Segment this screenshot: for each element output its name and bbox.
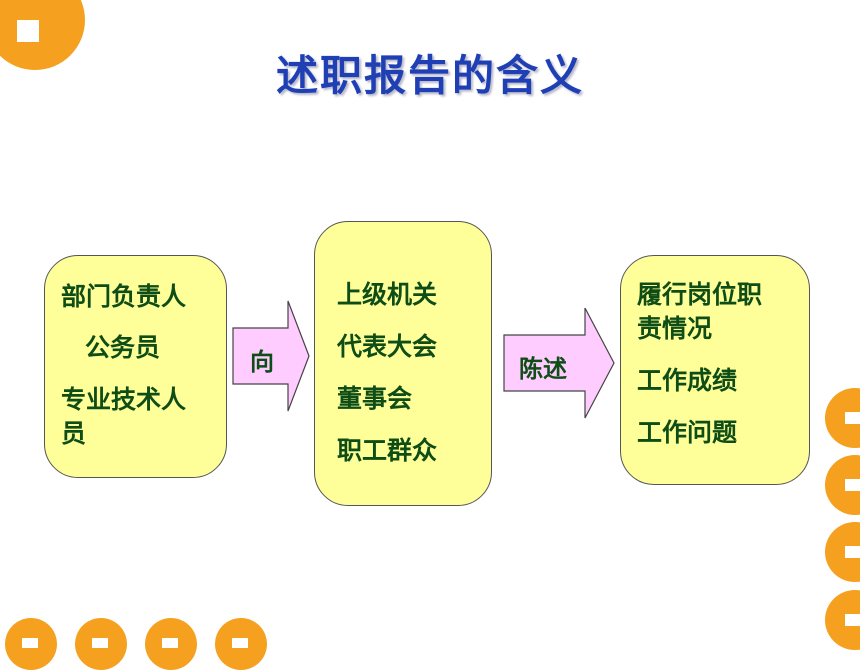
left-box: 部门负责人 公务员 专业技术人 员	[44, 255, 227, 478]
right-box-line-2: 责情况	[637, 314, 713, 343]
bottom-decoration-1	[5, 618, 57, 670]
arrow-to: 向	[232, 300, 310, 412]
left-box-line-1: 部门负责人	[61, 282, 187, 311]
side-decoration-4	[825, 590, 860, 650]
arrow-state-label: 陈述	[519, 355, 567, 383]
bottom-decoration-3	[145, 618, 197, 670]
middle-box-line-4: 职工群众	[337, 436, 438, 465]
arrow-shape	[503, 307, 615, 419]
arrow-state: 陈述	[503, 307, 615, 419]
right-box-line-1: 履行岗位职	[637, 280, 763, 309]
corner-decoration	[0, 0, 85, 70]
side-decoration-3	[825, 522, 860, 582]
middle-box: 上级机关 代表大会 董事会 职工群众	[314, 221, 492, 506]
left-box-line-4: 员	[61, 419, 87, 448]
bottom-decoration-4	[215, 618, 267, 670]
middle-box-line-2: 代表大会	[337, 332, 438, 361]
right-box: 履行岗位职 责情况 工作成绩 工作问题	[620, 255, 810, 485]
page-title: 述职报告的含义	[275, 51, 584, 100]
left-box-line-2: 公务员	[85, 333, 161, 362]
arrow-shape	[232, 300, 310, 412]
bottom-decoration-2	[75, 618, 127, 670]
arrow-to-label: 向	[250, 348, 274, 376]
side-decoration-1	[825, 388, 860, 448]
left-box-line-3: 专业技术人	[61, 385, 187, 414]
middle-box-line-1: 上级机关	[337, 280, 438, 309]
right-box-line-3: 工作成绩	[637, 366, 738, 395]
middle-box-line-3: 董事会	[337, 384, 413, 413]
right-box-line-4: 工作问题	[637, 418, 738, 447]
side-decoration-2	[825, 455, 860, 515]
